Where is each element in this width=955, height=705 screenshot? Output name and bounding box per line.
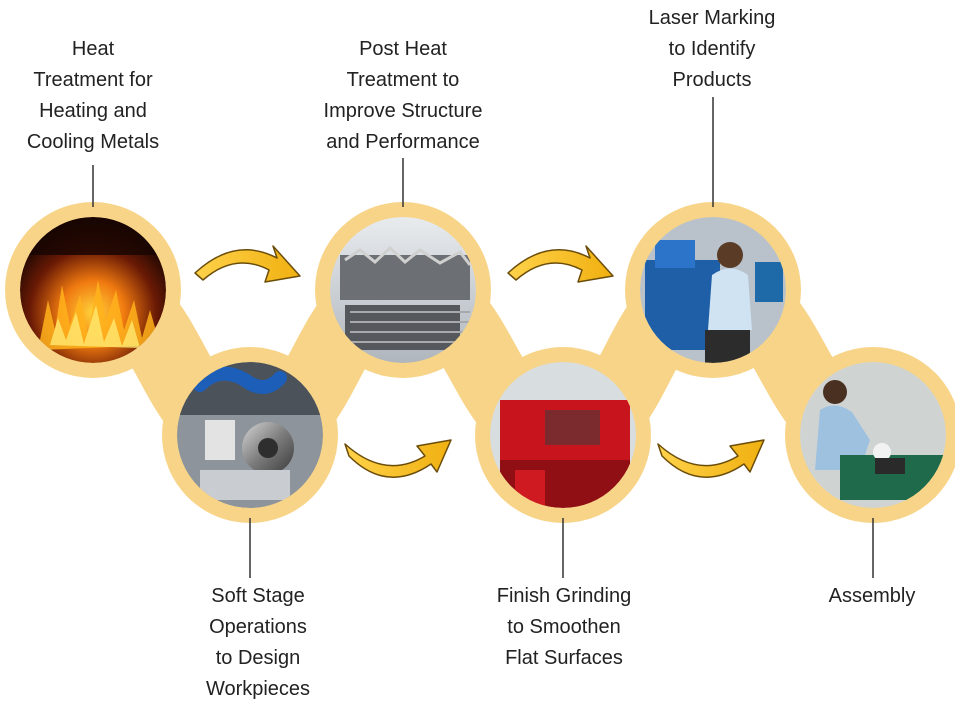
flow-arrows bbox=[194, 245, 765, 478]
photo-frame-ring bbox=[480, 352, 646, 518]
arrow-shape bbox=[507, 245, 614, 283]
step-label-soft-stage-operations: Soft Stage Operations to Design Workpiec… bbox=[205, 585, 311, 700]
photo-frame-ring bbox=[10, 207, 176, 373]
photo-frame-ring bbox=[167, 352, 333, 518]
assembly-worker-photo bbox=[800, 362, 946, 508]
furnace-flames-photo bbox=[20, 217, 166, 363]
photo-frames bbox=[10, 207, 955, 518]
arrow-shape bbox=[194, 245, 301, 283]
arrow-right-icon bbox=[507, 245, 614, 283]
step-label-laser-marking: Laser Marking to Identify Products bbox=[648, 7, 776, 91]
photo-frame-ring bbox=[790, 352, 955, 518]
arrow-shape bbox=[344, 439, 452, 478]
photo-frame-ring bbox=[630, 207, 796, 373]
arrow-shape bbox=[657, 439, 765, 478]
step-label-post-heat-treatment: Post Heat Treatment to Improve Structure… bbox=[323, 38, 483, 153]
heat-treated-parts-basket-photo bbox=[330, 217, 476, 363]
arrow-right-icon bbox=[344, 439, 452, 478]
photo-frame-ring bbox=[320, 207, 486, 373]
laser-marking-operator-photo bbox=[640, 217, 786, 363]
step-label-heat-treatment: Heat Treatment for Heating and Cooling M… bbox=[26, 38, 160, 153]
arrow-right-icon bbox=[657, 439, 765, 478]
arrow-right-icon bbox=[194, 245, 301, 283]
grinding-machine-photo bbox=[490, 362, 636, 508]
step-label-finish-grinding: Finish Grinding to Smoothen Flat Surface… bbox=[496, 585, 632, 669]
step-label-assembly: Assembly bbox=[828, 585, 916, 607]
